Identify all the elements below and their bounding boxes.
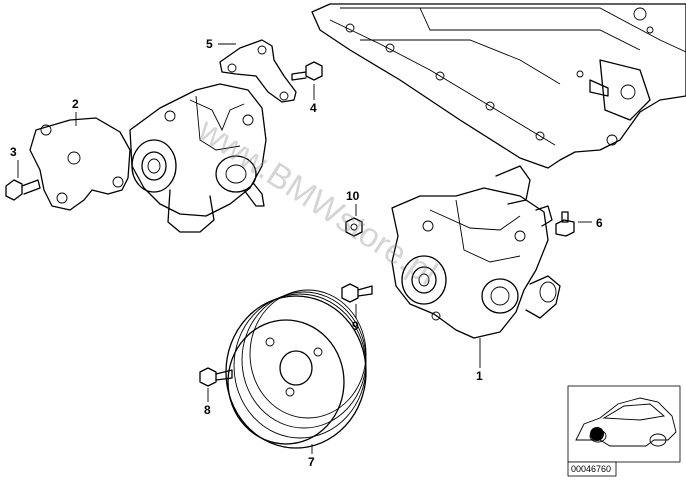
reference-number: 00046760: [571, 464, 611, 474]
callout-4: 4: [310, 101, 317, 115]
callout-10: 10: [346, 189, 360, 203]
callout-6: 6: [596, 216, 603, 230]
bolt-8: [199, 367, 233, 387]
callout-8: 8: [204, 403, 211, 417]
callout-3: 3: [10, 145, 17, 159]
bolt-9: [341, 283, 373, 303]
bolt-6: [555, 211, 575, 237]
power-steering-pump-exploded: [129, 83, 267, 233]
bracket: [29, 117, 131, 211]
engine-oil-pan: [311, 3, 686, 169]
reference-thumbnail: 00046760: [567, 385, 681, 477]
callout-7: 7: [308, 455, 315, 469]
power-steering-pump: [391, 165, 561, 339]
support-bracket: [219, 39, 297, 103]
pulley: [225, 289, 367, 449]
callout-9: 9: [352, 319, 359, 333]
bolt-4: [291, 61, 323, 81]
callout-1: 1: [476, 369, 483, 383]
bolt-3: [5, 179, 41, 201]
leader-lines: [17, 43, 592, 454]
location-marker-icon: [590, 427, 604, 441]
callout-2: 2: [72, 97, 79, 111]
callout-5: 5: [206, 37, 213, 51]
nut-10: [345, 217, 363, 237]
